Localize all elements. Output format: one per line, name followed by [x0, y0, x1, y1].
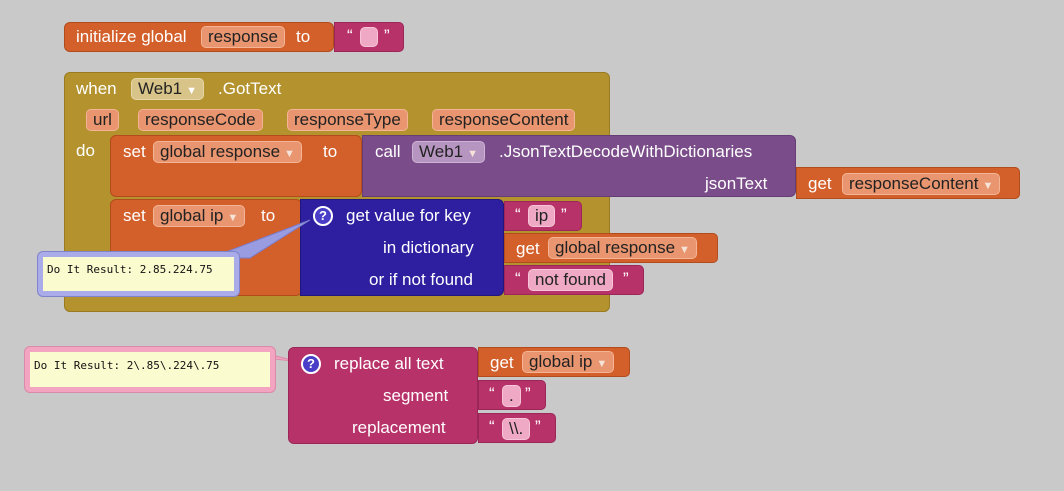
param-responsecode[interactable]: responseCode: [138, 109, 263, 131]
or-if-not-found-label: or if not found: [369, 270, 473, 289]
do-it-result-bubble[interactable]: Do It Result: 2\.85\.224\.75: [24, 346, 276, 393]
get-responsecontent-block[interactable]: get responseContent▼: [796, 167, 1020, 199]
text-field-ip[interactable]: ip: [528, 205, 556, 227]
replacement-label: replacement: [352, 418, 446, 437]
get-variable-dropdown[interactable]: global ip▼: [522, 351, 615, 373]
initialize-global-label: initialize global: [76, 27, 187, 46]
when-label: when: [76, 79, 117, 98]
get-global-ip-block[interactable]: get global ip▼: [478, 347, 630, 377]
component-name: Web1: [138, 79, 183, 98]
do-label: do: [76, 141, 95, 160]
set-global-response-block[interactable]: set global response▼ to: [110, 135, 362, 197]
dropdown-arrow-icon: ▼: [596, 358, 608, 370]
set-variable-name: global response: [160, 142, 281, 161]
component-name: Web1: [419, 142, 464, 161]
method-name: .JsonTextDecodeWithDictionaries: [499, 142, 753, 161]
close-quote: ”: [561, 205, 567, 224]
replace-all-text-label: replace all text: [334, 354, 444, 373]
param-responsecontent[interactable]: responseContent: [432, 109, 576, 131]
param-responsetype[interactable]: responseType: [287, 109, 408, 131]
text-block-segment[interactable]: “ . ”: [478, 380, 546, 410]
dictionary-lookup-block[interactable]: ? get value for key in dictionary or if …: [300, 199, 504, 296]
component-dropdown[interactable]: Web1▼: [412, 141, 485, 163]
get-variable-dropdown[interactable]: responseContent▼: [842, 173, 1001, 195]
set-label: set: [123, 206, 146, 225]
dropdown-arrow-icon: ▼: [982, 180, 994, 192]
get-label: get: [516, 239, 540, 258]
text-field-replacement[interactable]: \\.: [502, 418, 531, 440]
get-value-for-key-label: get value for key: [346, 206, 471, 225]
variable-name-field[interactable]: response: [201, 26, 285, 48]
question-icon[interactable]: ?: [301, 354, 321, 374]
initialize-global-block[interactable]: initialize global response to: [64, 22, 334, 52]
dropdown-arrow-icon: ▼: [227, 212, 239, 224]
to-label: to: [261, 206, 276, 225]
empty-text-field[interactable]: [360, 27, 378, 47]
get-variable-name: global ip: [529, 352, 593, 371]
dropdown-arrow-icon: ▼: [679, 244, 690, 256]
get-variable-dropdown[interactable]: global response▼: [548, 237, 697, 259]
dropdown-arrow-icon: ▼: [467, 148, 478, 160]
set-variable-dropdown[interactable]: global ip▼: [153, 205, 246, 227]
to-label: to: [296, 27, 311, 46]
call-json-decode-block[interactable]: call Web1▼ .JsonTextDecodeWithDictionari…: [362, 135, 796, 197]
do-it-result-text: Do It Result: 2\.85\.224\.75: [30, 352, 270, 387]
close-quote: ”: [525, 384, 531, 403]
component-dropdown[interactable]: Web1▼: [131, 78, 204, 100]
text-block-replacement[interactable]: “ \\. ”: [478, 413, 556, 443]
to-label: to: [323, 142, 338, 161]
call-label: call: [375, 142, 401, 161]
text-block-ip[interactable]: “ ip ”: [504, 201, 582, 231]
param-url[interactable]: url: [86, 109, 119, 131]
replace-all-text-block[interactable]: ? replace all text segment replacement: [288, 347, 478, 444]
do-it-result-text: Do It Result: 2.85.224.75: [43, 257, 234, 291]
set-label: set: [123, 142, 146, 161]
close-quote: ”: [535, 417, 541, 436]
set-variable-dropdown[interactable]: global response▼: [153, 141, 302, 163]
get-variable-name: responseContent: [849, 174, 979, 193]
dropdown-arrow-icon: ▼: [186, 85, 197, 97]
question-icon[interactable]: ?: [313, 206, 333, 226]
close-quote: ”: [384, 26, 390, 45]
get-label: get: [490, 353, 514, 372]
text-field-not-found[interactable]: not found: [528, 269, 613, 291]
dropdown-arrow-icon: ▼: [284, 148, 295, 160]
get-global-response-block[interactable]: get global response▼: [504, 233, 718, 263]
open-quote: “: [347, 26, 353, 45]
get-variable-name: global response: [555, 238, 676, 257]
in-dictionary-label: in dictionary: [383, 238, 474, 257]
segment-label: segment: [383, 386, 449, 405]
get-label: get: [808, 174, 832, 193]
jsontext-param-label: jsonText: [705, 174, 768, 193]
open-quote: “: [489, 384, 495, 403]
text-block-not-found[interactable]: “ not found ”: [504, 265, 644, 295]
set-variable-name: global ip: [160, 206, 224, 225]
empty-text-block[interactable]: “ ”: [334, 22, 404, 52]
open-quote: “: [515, 205, 521, 224]
open-quote: “: [489, 417, 495, 436]
do-it-result-bubble[interactable]: Do It Result: 2.85.224.75: [37, 251, 240, 297]
close-quote: ”: [623, 269, 629, 288]
open-quote: “: [515, 269, 521, 288]
text-field-segment[interactable]: .: [502, 385, 521, 407]
event-name: .GotText: [218, 79, 282, 98]
